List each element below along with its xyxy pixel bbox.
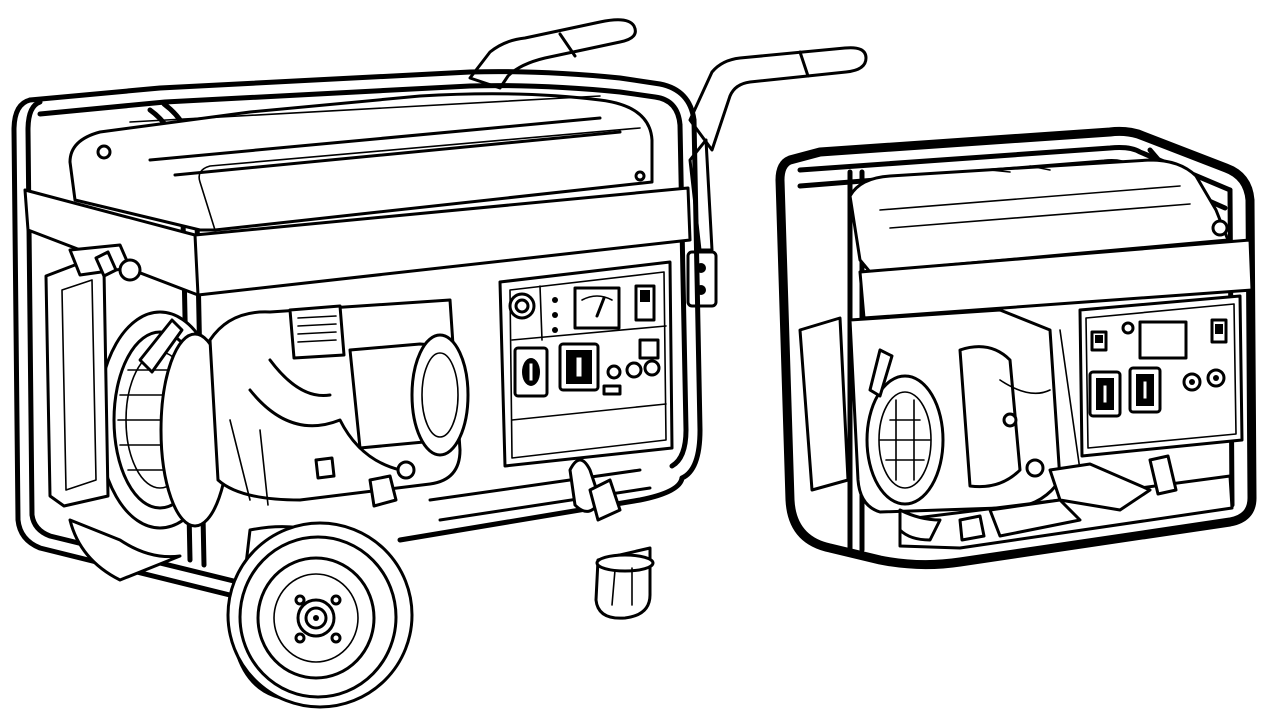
base-rails xyxy=(898,454,1234,550)
power-socket-icon xyxy=(513,346,549,398)
wheel xyxy=(226,521,414,709)
air-filter-box xyxy=(44,243,142,508)
power-socket-icon xyxy=(1128,366,1162,414)
power-socket-icon xyxy=(558,342,600,392)
power-socket-icon xyxy=(1088,370,1122,418)
top-panel-band xyxy=(858,238,1254,320)
support-foot xyxy=(594,546,655,620)
control-panel xyxy=(1078,294,1244,458)
control-panel xyxy=(498,260,674,468)
voltmeter-icon xyxy=(1138,320,1188,360)
fuel-tank-cover xyxy=(68,92,654,232)
engine-block xyxy=(208,298,470,508)
wheeled-generator xyxy=(11,18,868,709)
voltmeter-icon xyxy=(573,286,621,330)
fuel-tank-cover xyxy=(848,158,1230,274)
engine-block xyxy=(798,308,1081,514)
framed-generator xyxy=(775,126,1257,570)
